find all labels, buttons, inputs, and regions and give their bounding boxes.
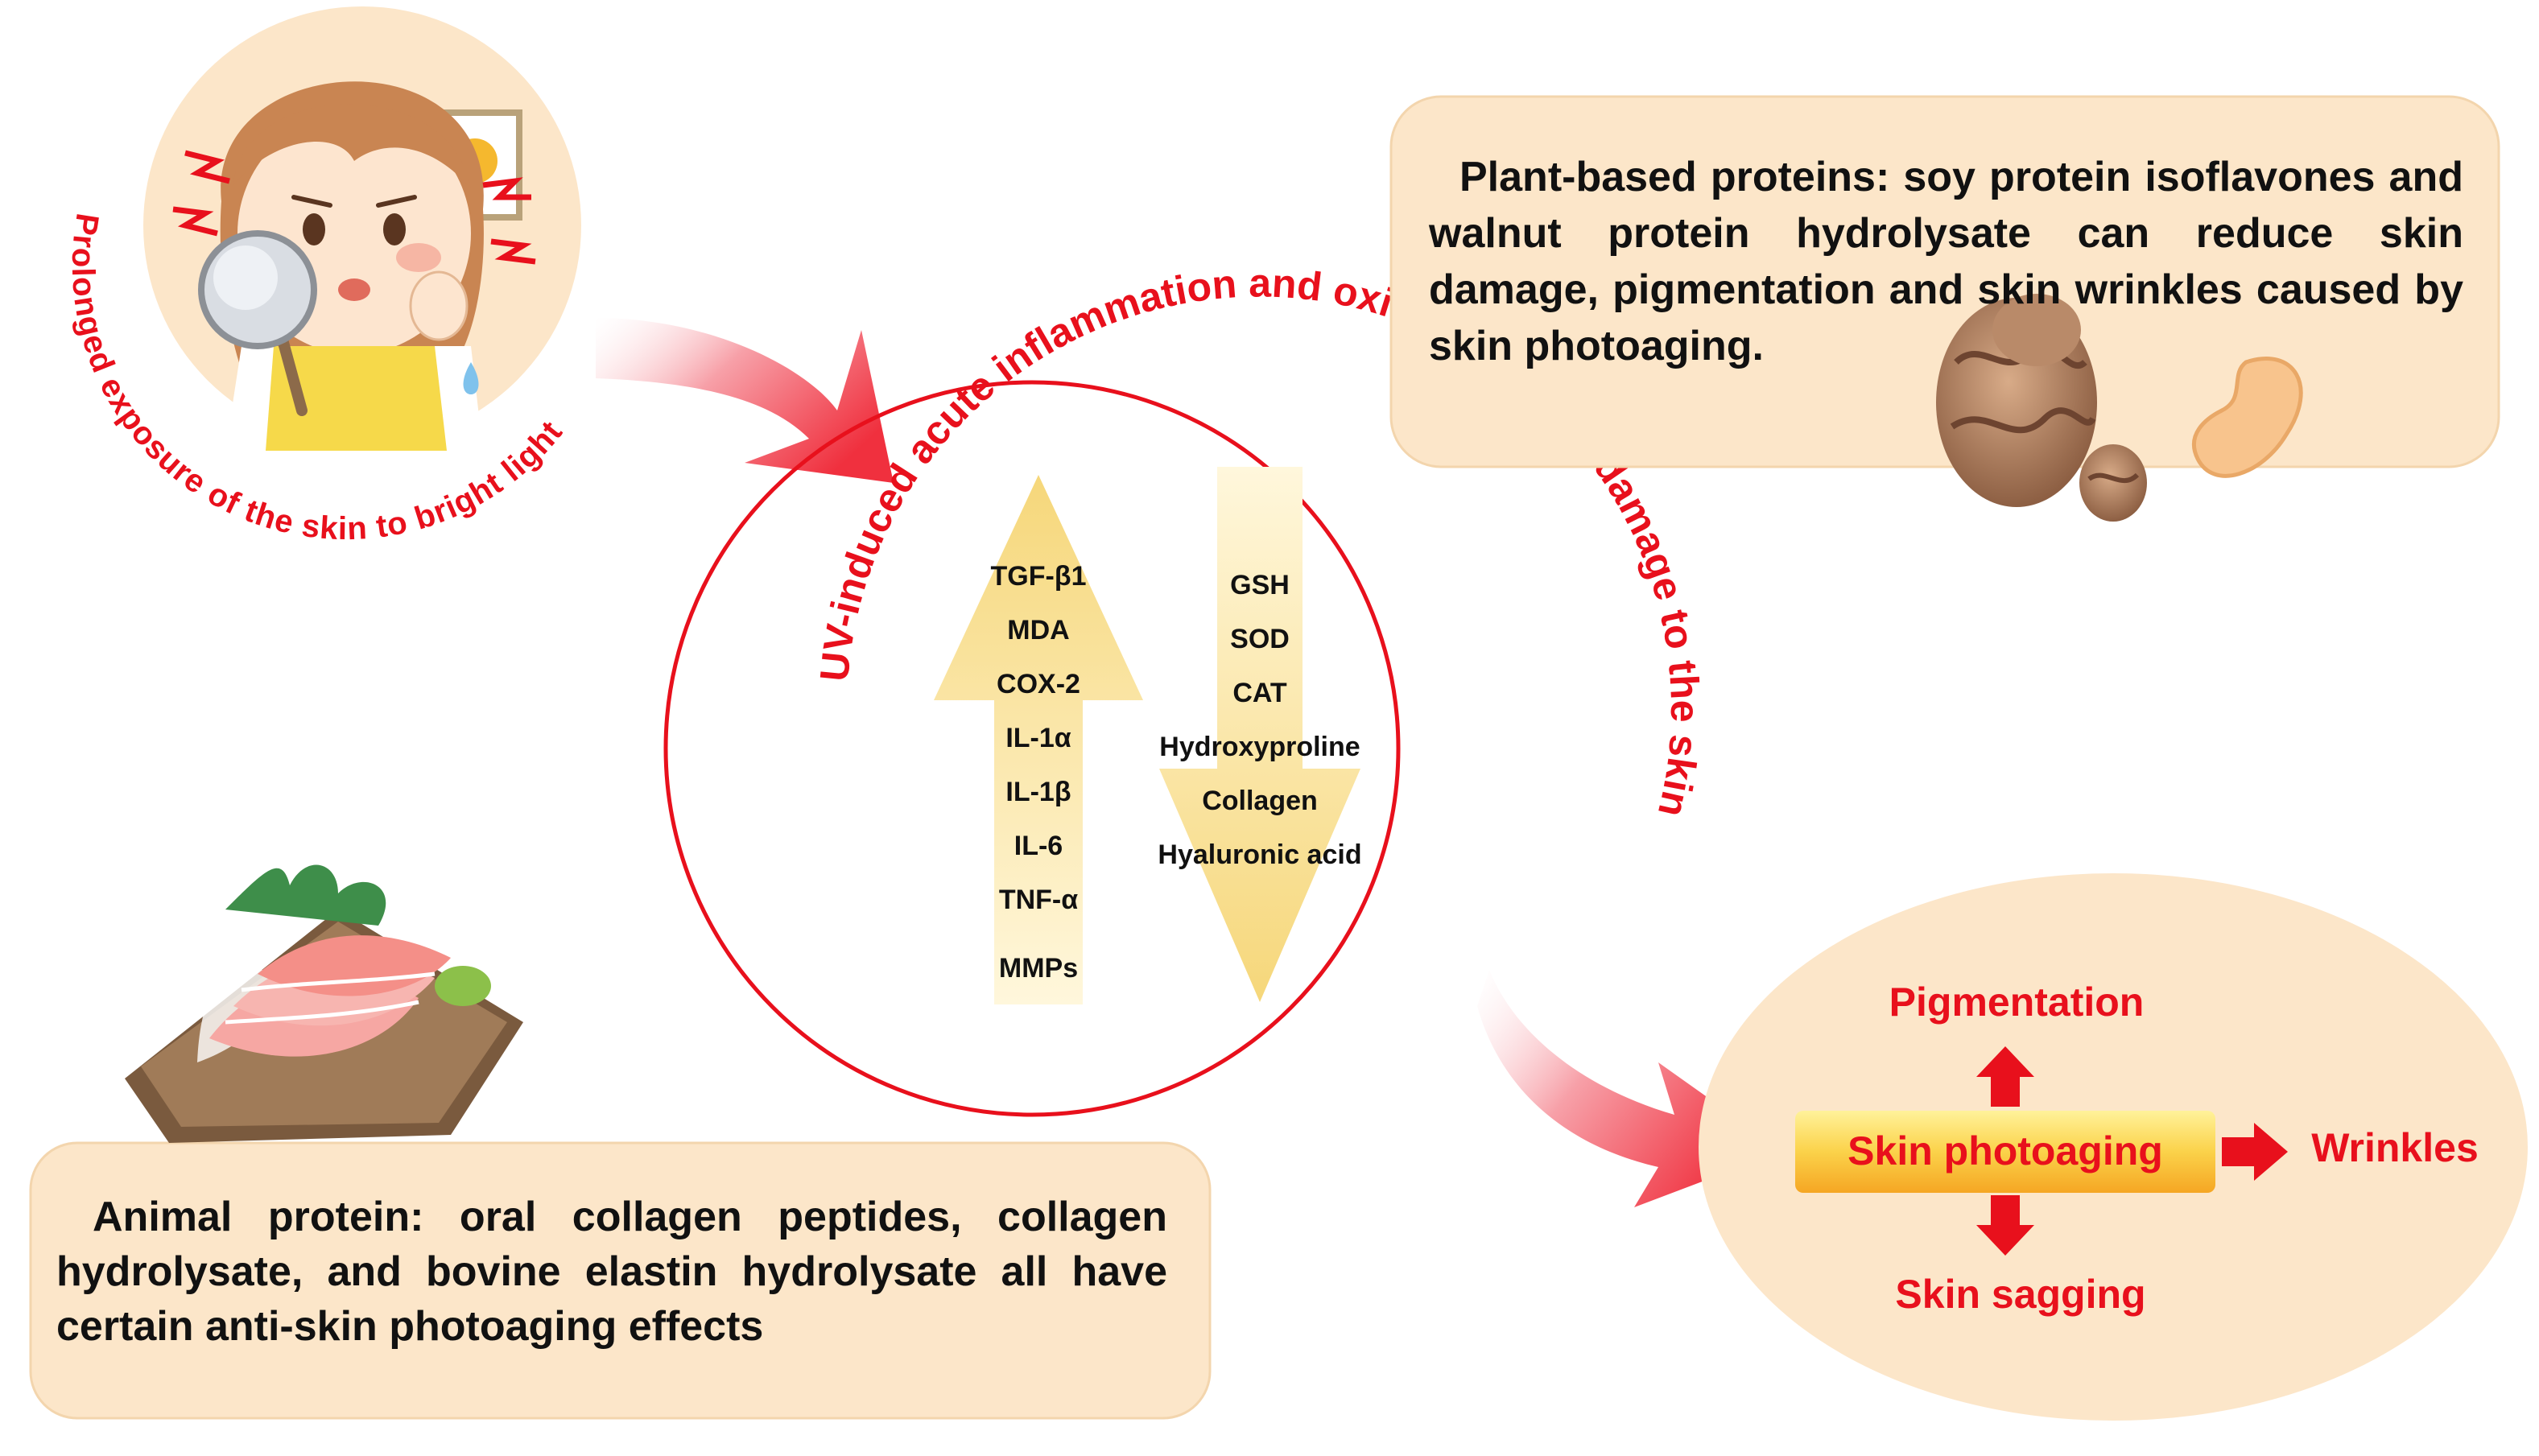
decreased-marker-6: Hyaluronic acid [1158,839,1361,870]
arrow-right-icon [2222,1123,2288,1181]
increased-marker-2: MDA [1007,615,1069,646]
skin-photoaging-label: Skin photoaging [1847,1128,2163,1173]
animal-protein-panel [29,864,1212,1420]
plant-panel-box [1389,95,2500,468]
animal-protein-text: Animal protein: oral collagen peptides, … [56,1194,1167,1350]
increased-marker-4: IL-1α [1005,723,1071,753]
decreased-marker-4: Hydroxyproline [1159,732,1360,762]
increased-marker-8: MMPs [999,953,1078,984]
decreased-marker-3: CAT [1232,678,1287,708]
arrow-up-icon [1976,1046,2034,1107]
outcome-panel: Skin photoaging Pigmentation Wrinkles Sk… [1699,873,2528,1421]
curved-arrow-to-center [596,318,894,483]
sashimi-plate-icon [125,864,523,1143]
decreased-marker-1: GSH [1230,570,1290,600]
exposure-panel: Prolonged exposure of the skin to bright… [65,6,581,547]
center-circle [663,380,1401,1117]
worried-woman-with-mirror-icon [172,81,536,451]
decreased-markers-list: GSH SOD CAT HydroxyprolineCollagenHyaluroni… [1158,570,1361,870]
skin-sagging-label: Skin sagging [1895,1272,2145,1317]
pigmentation-label: Pigmentation [1889,980,2145,1025]
decrease-arrow [1159,467,1360,1002]
wrinkles-label: Wrinkles [2311,1125,2479,1170]
increase-arrow [934,475,1143,1004]
skin-photoaging-box [1795,1111,2215,1193]
plant-protein-text: Plant-based proteins: soy protein isofla… [1429,154,2463,369]
increased-marker-3: COX-2 [997,669,1080,699]
walnut-icon [1936,294,2147,522]
animal-panel-box [29,1141,1212,1420]
decreased-marker-2: SOD [1230,624,1290,654]
increased-marker-6: IL-6 [1014,831,1063,861]
increased-marker-5: IL-1β [1005,777,1071,807]
arrow-down-icon [1976,1195,2034,1256]
plant-protein-panel [1389,95,2500,522]
soybean-icon [2191,357,2303,478]
increased-marker-7: TNF-α [999,885,1078,915]
decreased-marker-5: Collagen [1202,786,1318,816]
increased-marker-1: TGF-β1 [991,561,1087,592]
